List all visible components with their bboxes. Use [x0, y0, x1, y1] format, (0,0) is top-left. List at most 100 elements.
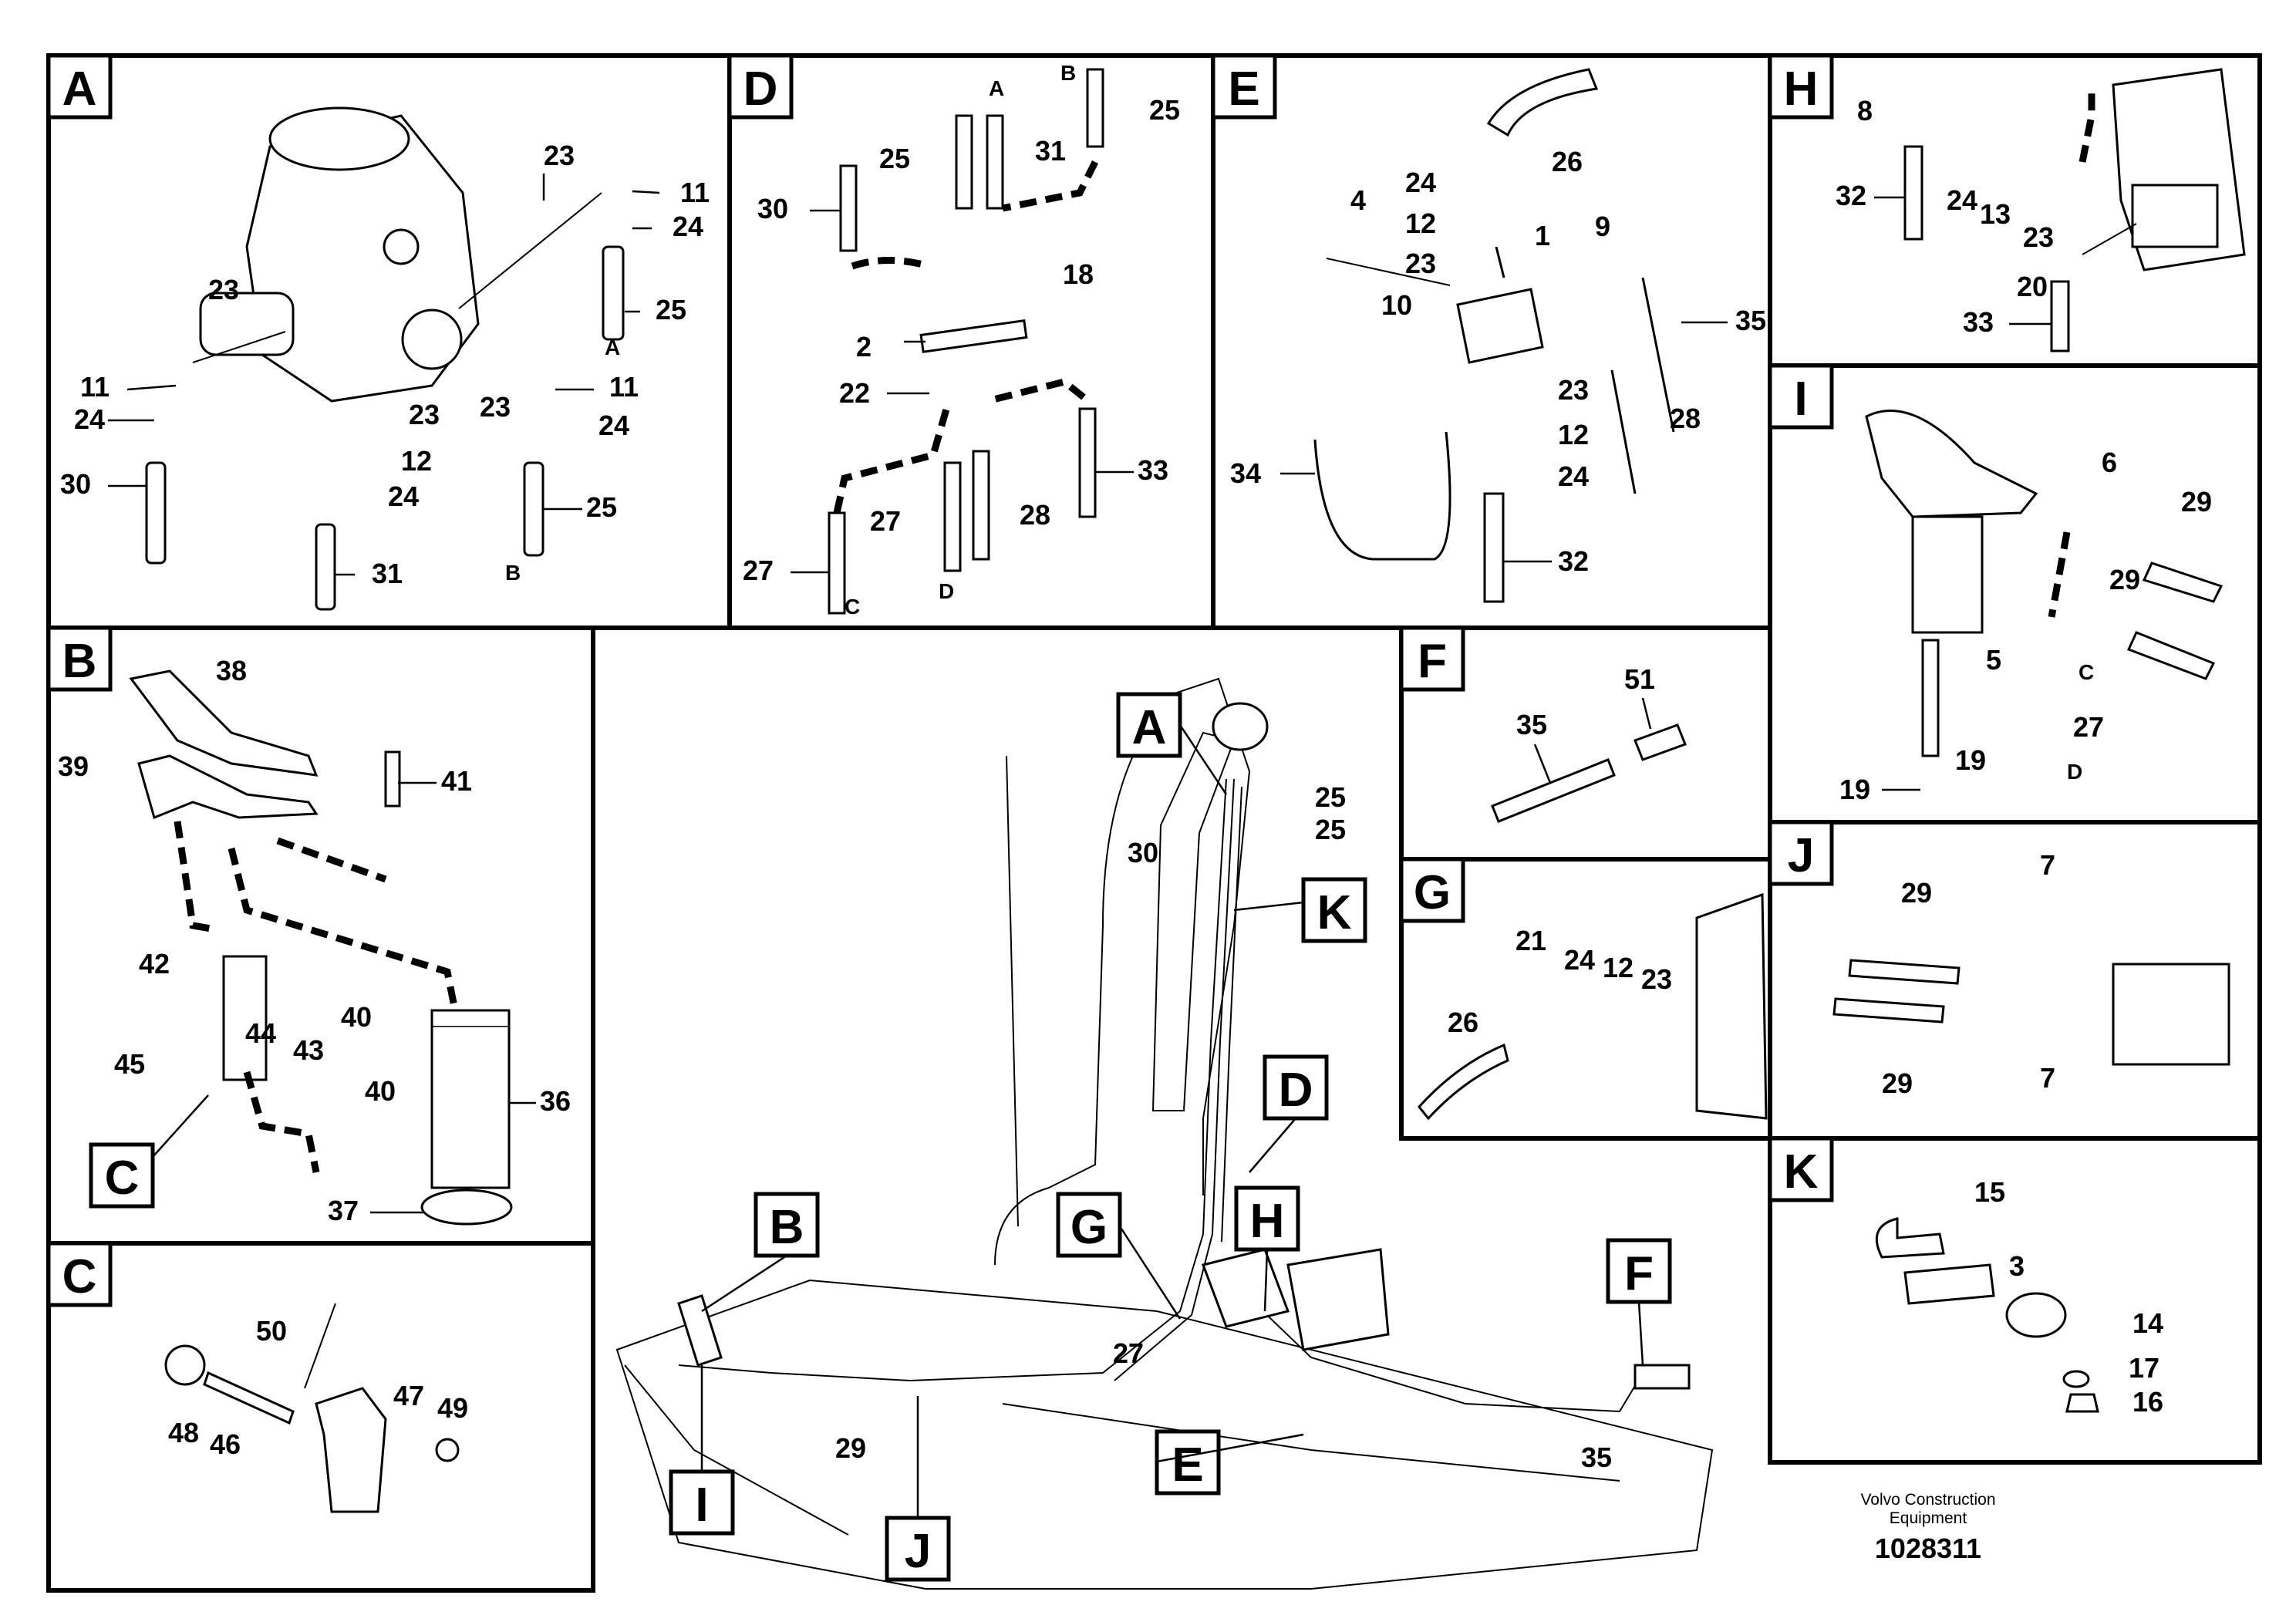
callout-44: 44 [245, 1017, 276, 1049]
callout-42: 42 [139, 948, 170, 980]
panel-a-tag: A [62, 62, 97, 116]
panel-g: G 26 21 24 12 23 [1399, 857, 1772, 1141]
panel-k: K 15 3 14 17 16 [1768, 1136, 2262, 1465]
panel-f: F 35 51 [1399, 626, 1772, 862]
callout-35: 35 [1581, 1442, 1612, 1473]
callout-15: 15 [1974, 1176, 2005, 1208]
callout-37: 37 [328, 1195, 359, 1226]
callout-3: 3 [2009, 1250, 2025, 1282]
callout-2: 2 [856, 331, 872, 363]
callout-a-label: A [605, 336, 620, 359]
callout-40: 40 [341, 1001, 372, 1033]
callout-24: 24 [1405, 167, 1436, 198]
overview-tag-e[interactable]: E [1172, 1438, 1203, 1492]
callout-24: 24 [388, 481, 419, 512]
callout-23: 23 [208, 274, 239, 305]
overview-tag-b[interactable]: B [770, 1201, 804, 1254]
callout-25: 25 [1315, 781, 1346, 813]
callout-1: 1 [1535, 220, 1550, 251]
panel-k-tag: K [1784, 1145, 1819, 1199]
panel-f-tag: F [1418, 635, 1447, 688]
callout-7: 7 [2040, 1062, 2055, 1094]
callout-b-label: B [1060, 61, 1076, 85]
callout-24: 24 [1564, 944, 1595, 976]
footer-company-line2: Equipment [1889, 1509, 1967, 1527]
callout-11: 11 [609, 371, 639, 403]
callout-27: 27 [743, 555, 774, 586]
callout-40: 40 [365, 1075, 396, 1107]
callout-28: 28 [1670, 403, 1701, 434]
overview-tag-j[interactable]: J [905, 1525, 931, 1578]
callout-41: 41 [441, 765, 472, 797]
callout-43: 43 [293, 1034, 324, 1066]
callout-12: 12 [1405, 207, 1436, 239]
callout-c-label: C [2079, 660, 2094, 684]
panel-h-tag: H [1784, 62, 1819, 116]
callout-a-label: A [989, 76, 1004, 100]
callout-32: 32 [1558, 545, 1589, 577]
callout-25: 25 [586, 491, 617, 523]
callout-36: 36 [540, 1085, 571, 1117]
callout-11: 11 [80, 371, 110, 403]
callout-25: 25 [656, 294, 686, 325]
overview-tag-g[interactable]: G [1070, 1201, 1108, 1254]
overview-tag-h[interactable]: H [1250, 1195, 1285, 1248]
callout-33: 33 [1963, 306, 1994, 338]
panel-h: H 8 32 24 13 23 20 33 [1768, 53, 2262, 368]
callout-c-label: C [845, 595, 860, 619]
callout-47: 47 [393, 1380, 424, 1411]
callout-10: 10 [1381, 289, 1412, 321]
callout-25: 25 [1149, 94, 1180, 126]
panel-g-tag: G [1414, 866, 1451, 919]
callout-29: 29 [2181, 486, 2212, 518]
callout-19: 19 [1839, 774, 1870, 805]
callout-28: 28 [1020, 499, 1050, 531]
callout-38: 38 [216, 655, 247, 686]
callout-8: 8 [1857, 95, 1873, 126]
footer-doc-number: 1028311 [1874, 1533, 1982, 1564]
callout-32: 32 [1836, 180, 1866, 211]
callout-33: 33 [1138, 454, 1168, 486]
callout-22: 22 [839, 377, 870, 409]
footer-company-line1: Volvo Construction [1860, 1491, 1996, 1509]
callout-35: 35 [1735, 305, 1766, 336]
panel-b-tag: B [62, 635, 97, 688]
callout-24: 24 [673, 211, 703, 242]
callout-26: 26 [1448, 1007, 1478, 1038]
callout-48: 48 [168, 1417, 199, 1448]
callout-31: 31 [1035, 135, 1066, 167]
callout-39: 39 [58, 750, 89, 782]
callout-9: 9 [1595, 211, 1610, 242]
tag-c-ref[interactable]: C [105, 1152, 140, 1205]
panel-i: I 6 29 29 5 C 27 19 D 19 [1768, 363, 2262, 824]
callout-51: 51 [1624, 663, 1655, 695]
callout-12: 12 [401, 445, 432, 477]
panel-e-tag: E [1228, 62, 1259, 116]
callout-6: 6 [2102, 447, 2117, 478]
panel-d: D A B 25 25 31 30 18 2 22 33 27 28 27 C … [727, 53, 1215, 630]
panel-i-tag: I [1794, 373, 1807, 426]
overview-tag-k[interactable]: K [1317, 886, 1352, 939]
callout-5: 5 [1986, 644, 2001, 676]
callout-d-label: D [939, 579, 954, 603]
overview-tag-d[interactable]: D [1279, 1064, 1313, 1117]
panel-c-tag: C [62, 1250, 97, 1303]
overview-tag-i[interactable]: I [695, 1479, 708, 1532]
callout-14: 14 [2132, 1307, 2163, 1339]
callout-17: 17 [2129, 1352, 2159, 1384]
callout-25: 25 [879, 143, 910, 174]
panel-e: E 26 24 4 12 1 9 23 10 35 23 12 28 34 24… [1211, 53, 1772, 630]
overview-tag-a[interactable]: A [1132, 701, 1167, 754]
callout-30: 30 [1128, 837, 1158, 868]
callout-16: 16 [2132, 1386, 2163, 1418]
panel-a: A 23 11 24 25 A 23 11 24 30 23 12 24 31 … [46, 53, 732, 630]
callout-29: 29 [1901, 877, 1932, 909]
callout-7: 7 [2040, 849, 2055, 881]
callout-35: 35 [1516, 709, 1547, 740]
callout-23: 23 [1558, 374, 1589, 406]
callout-13: 13 [1980, 198, 2011, 230]
callout-24: 24 [1947, 184, 1977, 216]
overview-tag-f[interactable]: F [1624, 1247, 1654, 1300]
callout-24: 24 [598, 410, 629, 441]
